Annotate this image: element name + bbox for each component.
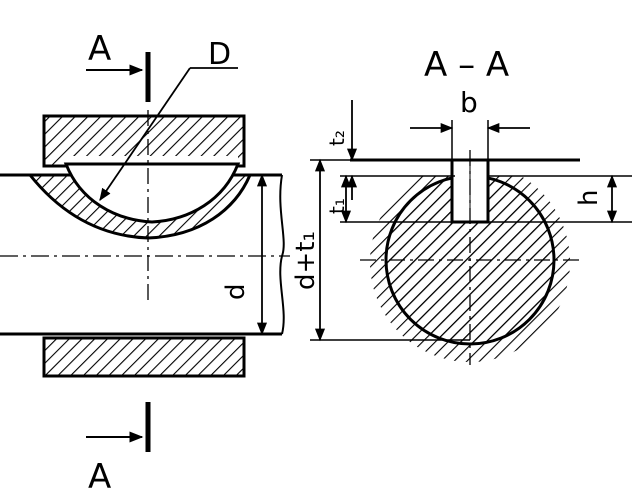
section-view: A – A b h t₂ t₁ d+t₁ xyxy=(291,45,632,365)
section-label-top: A xyxy=(88,29,111,69)
shaft-diameter-label: d xyxy=(221,283,251,300)
section-title: A – A xyxy=(424,45,509,85)
key-diameter-label: D xyxy=(208,37,231,72)
key-width-label: b xyxy=(460,86,478,119)
section-label-bottom: A xyxy=(88,457,111,495)
key-height-label: h xyxy=(574,190,604,206)
hub-bottom xyxy=(42,336,246,378)
hub-depth-label: t₂ xyxy=(325,130,349,146)
shaft-depth-label: t₁ xyxy=(325,198,349,214)
woodruff-key xyxy=(63,162,241,224)
hub-dimension-label: d+t₁ xyxy=(291,231,321,290)
side-view: A A D d xyxy=(0,29,290,495)
